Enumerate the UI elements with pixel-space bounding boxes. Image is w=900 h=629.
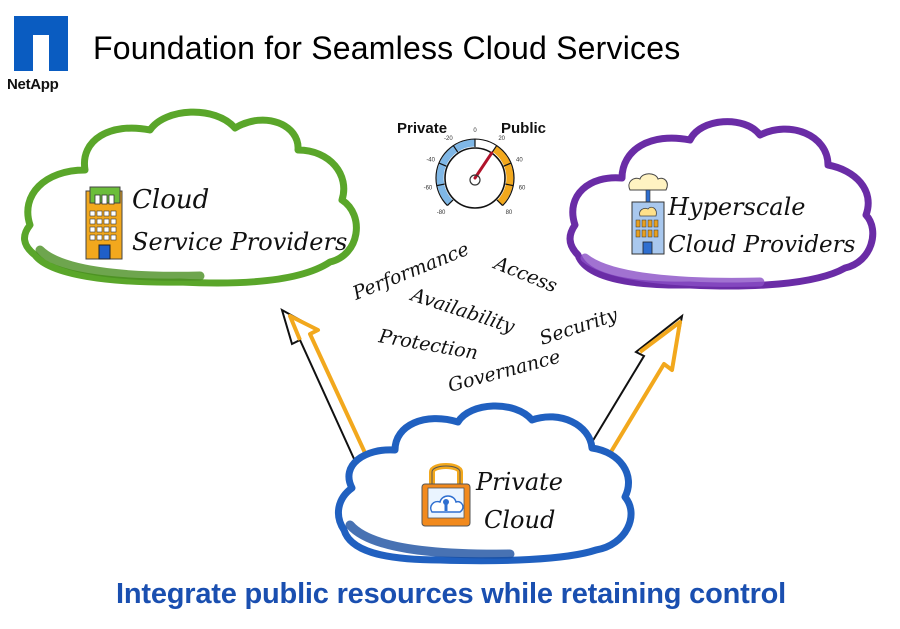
cloud-private xyxy=(334,402,635,565)
attribute-performance: Performance xyxy=(349,238,472,305)
gauge-tick-label: 40 xyxy=(516,158,523,164)
csp-label-line2: Service Providers xyxy=(132,228,347,256)
tagline: Integrate public resources while retaini… xyxy=(116,578,787,610)
gauge-tick-label: 20 xyxy=(498,136,505,142)
gauge-tick-label: -20 xyxy=(444,136,453,142)
attribute-access: Access xyxy=(489,251,560,297)
private-label-line2: Cloud xyxy=(484,506,555,534)
gauge-tick-label: -80 xyxy=(437,210,446,216)
netapp-logo-text: NetApp xyxy=(7,76,59,93)
gauge-tick xyxy=(496,199,504,207)
slide-title: Foundation for Seamless Cloud Services xyxy=(93,30,681,66)
gauge-tick xyxy=(446,199,454,207)
gauge-dial xyxy=(444,147,506,209)
attribute-security: Security xyxy=(537,304,621,350)
gauge-tick xyxy=(505,183,514,187)
gauge-tick xyxy=(452,145,459,153)
office-building-icon xyxy=(85,186,123,260)
gauge-tick-label: 60 xyxy=(519,185,526,191)
padlock-cloud-icon xyxy=(421,463,471,527)
gauge-label-public: Public xyxy=(501,120,546,137)
gauge-needle xyxy=(473,151,494,180)
netapp-logo: NetApp xyxy=(7,14,69,94)
netapp-logo-icon xyxy=(14,16,68,71)
gauge-tick-label: -40 xyxy=(426,158,435,164)
gauge-hub xyxy=(469,174,481,186)
private-public-gauge: Private Public -80 -60 -40 -20 0 20 40 60 80 xyxy=(397,120,546,216)
hyperscale-label-line2: Cloud Providers xyxy=(668,232,856,258)
csp-label-line1: Cloud xyxy=(132,185,209,215)
gauge-tick-label: 0 xyxy=(473,128,477,134)
gauge-tick xyxy=(491,145,498,153)
gauge-tick xyxy=(503,162,512,167)
gauge-public-arc xyxy=(492,145,514,206)
attribute-protection: Protection xyxy=(376,325,480,364)
gauge-label-private: Private xyxy=(397,120,447,137)
hyperscale-label-line1: Hyperscale xyxy=(667,193,805,221)
cloud-outline xyxy=(334,402,635,565)
cloud-skyscraper-icon xyxy=(628,173,668,255)
gauge-tick-label: -60 xyxy=(424,185,433,191)
gauge-tick xyxy=(438,162,447,167)
gauge-tick-label: 80 xyxy=(506,210,513,216)
private-label-line1: Private xyxy=(475,468,563,496)
arrow-to-csp xyxy=(280,307,374,474)
gauge-tick xyxy=(436,183,445,187)
attribute-availability: Availability xyxy=(407,283,518,338)
